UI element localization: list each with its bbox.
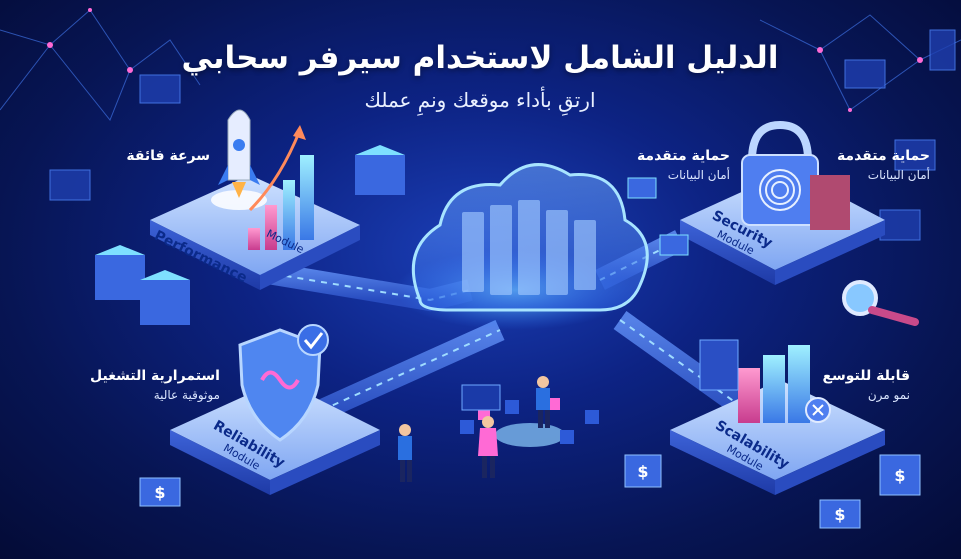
person-figure (536, 376, 550, 428)
page-subtitle: ارتقِ بأداء موقعك ونمِ عملك (364, 88, 596, 112)
svg-text:$: $ (637, 462, 648, 481)
svg-text:$: $ (894, 466, 905, 485)
magnifier-icon (842, 280, 919, 326)
page-title: الدليل الشامل لاستخدام سيرفر سحابي (181, 40, 779, 76)
security-platform (680, 120, 885, 285)
network-nodes (47, 8, 923, 112)
fingerprint-icon (759, 169, 801, 211)
performance-label: سرعة فائقة (126, 148, 210, 164)
server-icon (95, 145, 405, 325)
dollar-icon: $ $ $ $ (139, 454, 921, 529)
close-icon (805, 397, 831, 423)
bar-chart-icon (248, 125, 314, 250)
data-cubes (627, 177, 689, 256)
scalability-label: قابلة للتوسع (822, 368, 910, 384)
checkmark-icon (297, 324, 329, 356)
network-lines (0, 9, 961, 121)
reliability-sublabel: موثوقية عالية (153, 388, 220, 402)
reliability-platform (170, 324, 380, 495)
cloud-icon (395, 163, 649, 330)
svg-text:$: $ (834, 505, 845, 524)
performance-platform (150, 109, 360, 290)
security-label: حماية متقدمة (836, 148, 930, 164)
magnifier-icon (495, 423, 565, 447)
person-figure (398, 424, 412, 482)
firewall-wall (810, 175, 850, 230)
security-sublabel: أمان البيانات (867, 168, 930, 182)
rocket-icon (211, 109, 267, 210)
scalability-platform (670, 339, 885, 495)
code-panel (699, 339, 739, 391)
padlock-icon (741, 120, 819, 226)
reliability-label: استمرارية التشغيل (90, 368, 220, 384)
shield-icon (238, 328, 322, 442)
bar-chart-icon (738, 345, 810, 423)
security-mini-label: حماية متقدمة (636, 148, 730, 164)
people-scene (398, 376, 599, 482)
chart-panel (461, 384, 501, 411)
person-figure (478, 416, 498, 478)
security-mini-sublabel: أمان البيانات (667, 168, 730, 182)
scalability-sublabel: نمو مرن (867, 388, 910, 402)
svg-text:$: $ (154, 483, 165, 502)
